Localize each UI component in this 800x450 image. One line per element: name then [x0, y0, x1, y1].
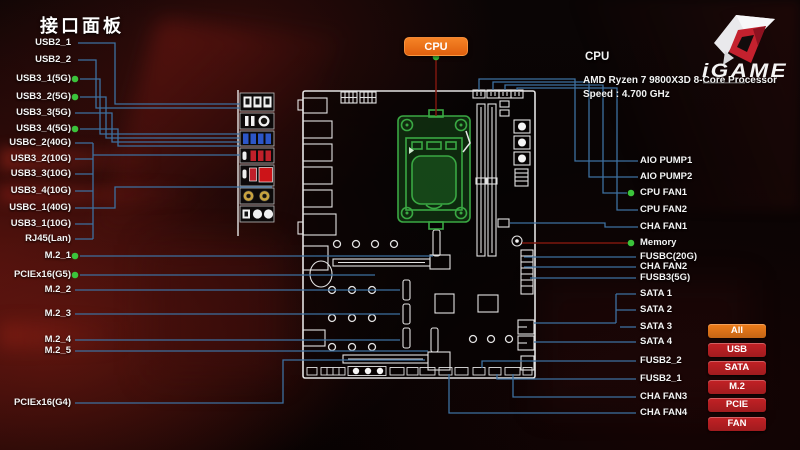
status-indicator-dot: [71, 75, 79, 83]
connector-wire: [75, 112, 240, 143]
right-port-label-2: CPU FAN1: [640, 187, 687, 198]
connector-wire: [478, 78, 638, 162]
connector-wire: [516, 87, 638, 211]
right-port-label-1: AIO PUMP2: [640, 171, 693, 182]
igame-logo-text: iGAME: [702, 61, 788, 82]
status-indicator-dot: [71, 271, 79, 279]
left-port-label-8: USB3_3(10G): [10, 168, 71, 179]
page-title: 接口面板: [40, 16, 124, 36]
connector-wire: [504, 84, 627, 194]
right-port-label-5: Memory: [640, 237, 677, 248]
cpu-info-panel: CPU AMD Ryzen 7 9800X3D 8-Core Processor…: [583, 51, 777, 100]
left-port-label-6: USBC_2(40G): [9, 137, 71, 148]
left-port-label-3: USB3_2(5G): [16, 91, 71, 102]
atx-24pin-connector: [520, 249, 534, 295]
pcie-slots: [332, 254, 451, 371]
left-port-label-1: USB2_2: [35, 54, 71, 65]
right-port-label-0: AIO PUMP1: [640, 155, 693, 166]
right-port-label-16: CHA FAN4: [640, 407, 688, 418]
filter-button-fan[interactable]: FAN: [708, 416, 766, 434]
filter-button-pcie[interactable]: PCIE: [708, 398, 766, 415]
usb3-10g-port-icons: [242, 150, 271, 161]
optical-audio-icons: [242, 209, 274, 219]
left-port-label-7: USB3_2(10G): [10, 153, 71, 164]
connector-wire: [75, 359, 425, 404]
right-port-label-7: CHA FAN2: [640, 261, 688, 272]
audio-jack-icons: [243, 190, 270, 202]
left-port-label-15: M.2_2: [44, 284, 71, 295]
connector-wire: [78, 42, 240, 105]
filter-button-m.2[interactable]: M.2: [708, 379, 766, 397]
left-port-label-0: USB2_1: [35, 37, 71, 48]
rgb-headers: [513, 119, 531, 187]
right-port-label-8: FUSB3(5G): [640, 272, 691, 283]
status-indicator-dot: [627, 239, 635, 247]
left-port-label-13: M.2_1: [44, 250, 71, 261]
cpu-model-text: AMD Ryzen 7 9800X3D 8-Core Processor: [583, 75, 777, 86]
cpu-speed-text: Speed : 4.700 GHz: [583, 89, 670, 100]
bottom-headers: [306, 366, 533, 376]
left-port-label-10: USBC_1(40G): [9, 202, 71, 213]
filter-button-sata[interactable]: SATA: [708, 361, 766, 378]
usbc-lan-port-icons: [242, 167, 273, 183]
cpu-info-heading: CPU: [585, 51, 610, 63]
status-indicator-dot: [71, 252, 79, 260]
status-indicator-dot: [71, 93, 79, 101]
status-indicator-dot: [71, 125, 79, 133]
socket-lever: [462, 130, 471, 153]
usb3-5g-port-icons: [243, 133, 271, 144]
cpu-socket: [397, 109, 471, 230]
connector-wire: [80, 96, 240, 139]
right-port-label-13: FUSB2_2: [640, 355, 682, 366]
left-port-label-14: PCIEx16(G5): [13, 269, 71, 280]
chipset: [477, 294, 499, 313]
logo-trademark-line: [703, 82, 745, 84]
igame-logo: iGAME: [702, 15, 788, 84]
left-port-label-9: USB3_4(10G): [10, 185, 71, 196]
connector-wire: [80, 78, 240, 135]
right-port-label-11: SATA 3: [640, 321, 673, 332]
connector-wire: [512, 374, 636, 398]
eps-power-connectors: [340, 91, 377, 104]
board-art: [297, 89, 536, 379]
right-port-label-9: SATA 1: [640, 288, 673, 299]
left-port-label-19: PCIEx16(G4): [13, 397, 71, 408]
left-port-label-17: M.2_4: [44, 334, 71, 345]
right-port-label-15: CHA FAN3: [640, 391, 688, 402]
bios-button-icon: [245, 115, 270, 127]
left-port-label-12: RJ45(Lan): [25, 233, 71, 244]
left-port-label-18: M.2_5: [44, 345, 71, 356]
left-port-label-4: USB3_3(5G): [16, 107, 71, 118]
filter-button-usb[interactable]: USB: [708, 342, 766, 360]
connector-wire: [481, 360, 636, 368]
right-port-label-14: FUSB2_1: [640, 373, 682, 384]
connector-wire: [75, 186, 272, 209]
left-port-label-16: M.2_3: [44, 308, 71, 319]
connector-wire: [496, 374, 636, 380]
right-port-label-3: CPU FAN2: [640, 204, 687, 215]
right-port-label-4: CHA FAN1: [640, 221, 688, 232]
rear-io-panel: [237, 90, 275, 236]
status-indicator-dot: [627, 189, 635, 197]
left-port-label-5: USB3_4(5G): [16, 123, 71, 134]
wires-layer: [71, 42, 638, 414]
connector-wire: [78, 59, 240, 109]
left-port-label-2: USB3_1(5G): [16, 73, 71, 84]
connector-wire: [448, 374, 636, 414]
connector-wire: [80, 128, 240, 147]
connector-wire: [492, 81, 638, 178]
filter-button-all[interactable]: All: [708, 324, 766, 341]
chipset: [434, 293, 455, 314]
igame-logo-icon: [714, 15, 775, 65]
right-port-label-6: FUSBC(20G): [640, 251, 698, 262]
sata-ports: [517, 319, 535, 371]
right-port-label-10: SATA 2: [640, 304, 673, 315]
ram-slots: [475, 103, 498, 257]
cpu-highlight-button[interactable]: CPU: [404, 37, 468, 56]
right-port-label-12: SATA 4: [640, 336, 673, 347]
cmos-battery: [309, 260, 333, 288]
connector-wire: [510, 222, 638, 228]
left-port-label-11: USB3_1(10G): [10, 218, 71, 229]
